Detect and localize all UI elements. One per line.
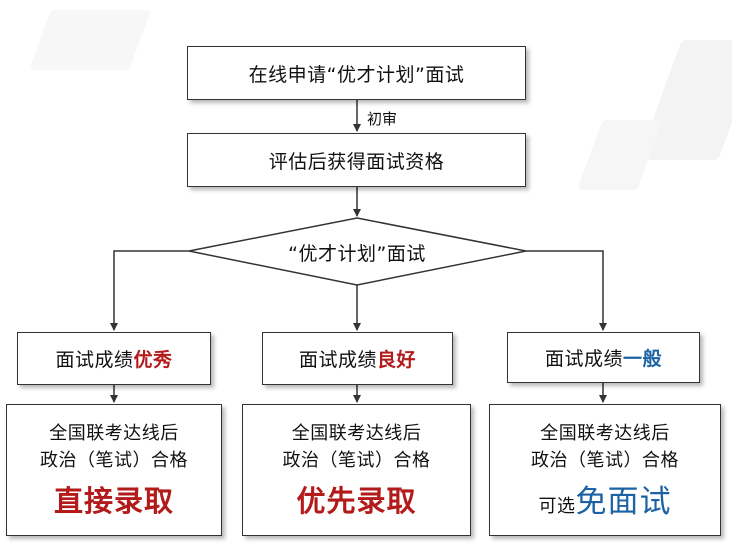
eligibility-box: 评估后获得面试资格 [187, 133, 526, 187]
decision-label: “优才计划”面试 [288, 243, 426, 265]
result-prefix: 面试成绩 [544, 348, 623, 370]
result-box-good: 面试成绩良好 [262, 332, 453, 385]
grade-good: 良好 [377, 349, 417, 371]
arrow-decision-to-branch-1 [110, 250, 189, 331]
outcome-label: 免面试 [575, 483, 672, 520]
condition-line-1: 全国联考达线后 [49, 423, 179, 444]
outcome-priority-admission: 优先录取 [296, 484, 417, 518]
eligibility-label: 评估后获得面试资格 [268, 150, 445, 173]
result-box-average: 面试成绩一般 [507, 332, 700, 383]
condition-line-2: 政治（笔试）合格 [531, 449, 679, 471]
result-prefix: 面试成绩 [55, 349, 134, 371]
result-box-excellent: 面试成绩优秀 [17, 332, 211, 385]
condition-line-1: 全国联考达线后 [291, 423, 422, 444]
edge-label-preliminary-review: 初审 [367, 110, 398, 128]
result-text-average: 面试成绩一般 [545, 344, 662, 371]
outcome-direct-admission: 直接录取 [53, 484, 174, 518]
condition-line-2: 政治（笔试）合格 [282, 450, 431, 471]
start-box: 在线申请“优才计划”面试 [187, 46, 526, 100]
condition-line-1: 全国联考达线后 [540, 422, 670, 444]
start-label: 在线申请“优才计划”面试 [248, 63, 465, 86]
outcome-interview-exempt: 可选免面试 [539, 476, 672, 521]
result-text-good: 面试成绩良好 [299, 345, 416, 372]
outcome-box-average: 全国联考达线后 政治（笔试）合格 可选免面试 [489, 404, 721, 536]
condition-line-2: 政治（笔试）合格 [40, 450, 188, 471]
result-text-excellent: 面试成绩优秀 [55, 345, 172, 372]
arrow-decision-to-branch-3 [526, 250, 607, 331]
grade-excellent: 优秀 [133, 349, 173, 371]
outcome-box-excellent: 全国联考达线后 政治（笔试）合格 直接录取 [6, 404, 222, 536]
outcome-box-good: 全国联考达线后 政治（笔试）合格 优先录取 [242, 404, 471, 536]
outcome-prefix: 可选 [538, 495, 576, 517]
result-prefix: 面试成绩 [298, 349, 377, 371]
grade-average: 一般 [623, 348, 663, 370]
